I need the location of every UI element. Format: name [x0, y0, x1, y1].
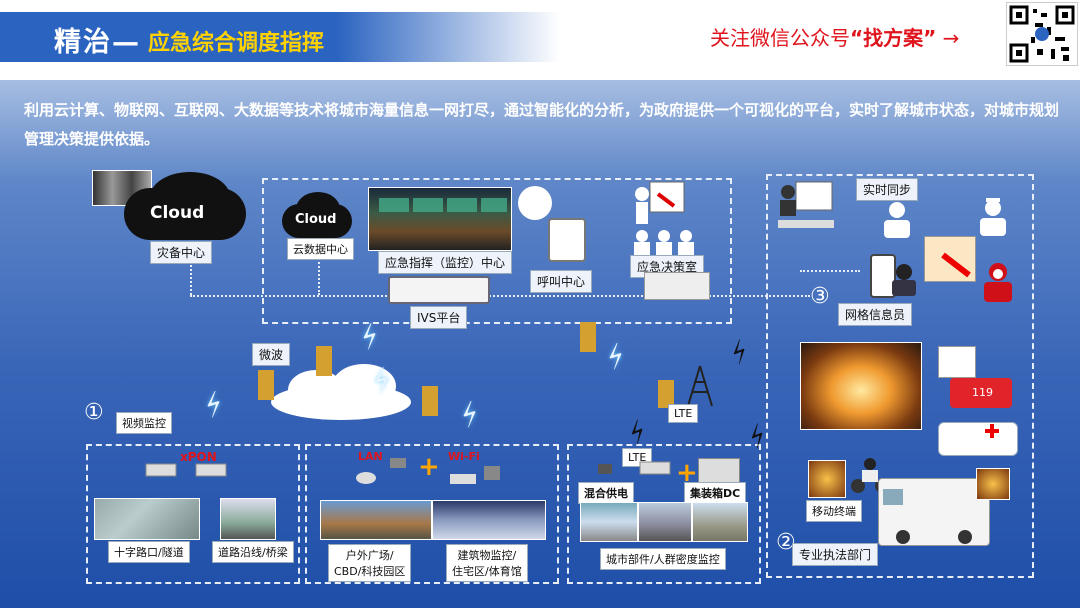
sync-connector: [800, 270, 860, 272]
presenter-icon: [632, 180, 686, 226]
command-center-label: 应急指挥（监控）中心: [378, 251, 513, 274]
page-subtitle: 应急综合调度指挥: [148, 31, 325, 56]
ivs-platform-label: IVS平台: [410, 306, 468, 329]
wifi-label: Wi-Fi: [448, 450, 480, 463]
cloud-big-label: Cloud: [150, 203, 205, 223]
cloud-dc-label: 云数据中心: [287, 238, 354, 260]
fire-scene-photo: [800, 342, 922, 430]
audience-icon: [630, 228, 698, 256]
big-cloud-puff: [150, 172, 230, 222]
mobile-terminal-photo: [808, 460, 846, 498]
decision-desk-screen: [644, 272, 710, 300]
officer-icon: [880, 200, 914, 238]
command-group-box: [262, 178, 732, 324]
microwave-label: 微波: [252, 343, 291, 366]
map-icon: [924, 236, 976, 282]
law-enforcement-label: 专业执法部门: [792, 543, 879, 566]
plus-icon-lan: +: [418, 452, 440, 482]
video-monitor-label: 视频监控: [116, 412, 172, 434]
field-group-box: [766, 174, 1034, 578]
antenna-icon-left: [258, 370, 274, 400]
disaster-connector: [190, 262, 192, 295]
outdoor-label: 户外广场/ CBD/科技园区: [328, 544, 412, 582]
xpon-label: xPON: [180, 450, 217, 464]
antenna-icon-top: [580, 322, 596, 352]
phone-icon: [548, 218, 586, 262]
arrow-right-icon: →: [942, 26, 960, 50]
xpon-camera-icon: xPON: [140, 448, 234, 484]
lte-bolt-icon-1: ⚡: [722, 333, 758, 372]
city-parts-photo-3: [692, 502, 748, 542]
description-text: 利用云计算、物联网、互联网、大数据等技术将城市海量信息一网打尽，通过智能化的分析…: [24, 101, 1060, 148]
lte-tower-icon: [680, 364, 720, 408]
cloud-small-label: Cloud: [295, 212, 337, 227]
marker-three: ③: [810, 284, 830, 309]
small-cloud-puff: [296, 192, 340, 226]
wechat-keyword: “找方案”: [850, 26, 937, 50]
handheld-device-icon: [870, 254, 896, 298]
workstation-icon: [778, 180, 834, 232]
call-center-label: 呼叫中心: [530, 270, 593, 293]
ambulance-icon: [938, 422, 1018, 456]
building-photo: [432, 500, 546, 540]
fire-truck-icon: 119: [950, 378, 1012, 408]
antenna-icon-lte: [658, 380, 674, 408]
city-parts-photo-2: [638, 502, 692, 542]
wireless-cloud-icon: [268, 364, 414, 420]
qr-code-icon[interactable]: [1006, 2, 1078, 66]
video-monitor-box: [86, 444, 300, 584]
police-officer-icon: [890, 262, 918, 296]
plus-icon-lte: +: [676, 458, 698, 488]
marker-one: ①: [84, 400, 104, 425]
antenna-icon-right: [422, 386, 438, 416]
crossroad-label: 十字路口/隧道: [108, 541, 190, 563]
lan-label: LAN: [358, 450, 383, 463]
hybrid-power-label: 混合供电: [578, 482, 634, 504]
antenna-icon-mid: [316, 346, 332, 376]
ivs-server-icon: [388, 276, 490, 304]
marker-two: ②: [776, 530, 796, 555]
wireless-bolt-icon-5: ⚡: [196, 385, 233, 426]
road-bridge-label: 道路沿线/桥梁: [212, 541, 294, 563]
vehicle-feed-photo: [976, 468, 1010, 500]
command-center-photo: [368, 187, 512, 251]
operator-headset-icon: [518, 186, 552, 220]
page-title: 精治—: [54, 27, 141, 58]
title-band: [0, 12, 560, 62]
wechat-promo[interactable]: 关注微信公众号“找方案” →: [710, 22, 959, 51]
firefighter-icon: [976, 258, 1020, 302]
lan-camera-icon: LAN: [352, 448, 412, 488]
outdoor-plaza-photo: [320, 500, 432, 540]
wechat-prefix: 关注微信公众号: [710, 26, 850, 50]
crossroad-photo: [94, 498, 200, 540]
backbone-connector: [190, 295, 810, 297]
nurse-icon: [976, 196, 1010, 236]
building-label: 建筑物监控/ 住宅区/体育馆: [446, 544, 528, 582]
disaster-center-label: 灾备中心: [150, 241, 213, 264]
city-parts-label: 城市部件/人群密度监控: [600, 548, 726, 570]
lte-camera-icon: [594, 458, 674, 480]
realtime-sync-label: 实时同步: [856, 178, 919, 201]
tablet-map-icon: [938, 346, 976, 378]
city-parts-photo-1: [580, 502, 638, 542]
road-bridge-photo: [220, 498, 276, 540]
lte-tower-label: LTE: [668, 404, 699, 423]
wireless-bolt-icon-4: ⚡: [598, 337, 635, 378]
cloud-dc-connector: [318, 255, 320, 295]
mobile-terminal-label: 移动终端: [806, 500, 862, 522]
container-icon: [698, 458, 740, 486]
fire-119-label: 119: [972, 386, 993, 399]
lte-box: [567, 444, 761, 584]
command-vehicle-icon: [878, 478, 990, 546]
grid-officer-label: 网格信息员: [838, 303, 913, 326]
lan-wifi-box: [305, 444, 559, 584]
wifi-camera-icon: Wi-Fi: [442, 448, 506, 488]
container-dc-label: 集装箱DC: [684, 482, 747, 504]
wireless-bolt-icon-3: ⚡: [452, 395, 489, 436]
